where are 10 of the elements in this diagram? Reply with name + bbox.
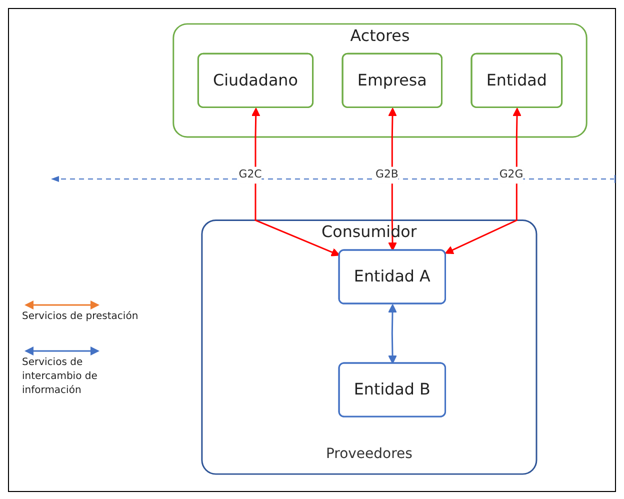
group-label: Proveedores — [326, 446, 412, 462]
edge-label: G2C — [238, 168, 262, 181]
arrow — [388, 108, 397, 251]
legend-label: Servicios de intercambio de información — [22, 356, 98, 398]
arrow — [251, 108, 340, 256]
edge-label: G2G — [499, 168, 524, 181]
arrow — [444, 108, 522, 254]
legend-label: Servicios de prestación — [22, 310, 140, 324]
edge-label: G2B — [376, 168, 398, 181]
arrow — [388, 304, 397, 364]
